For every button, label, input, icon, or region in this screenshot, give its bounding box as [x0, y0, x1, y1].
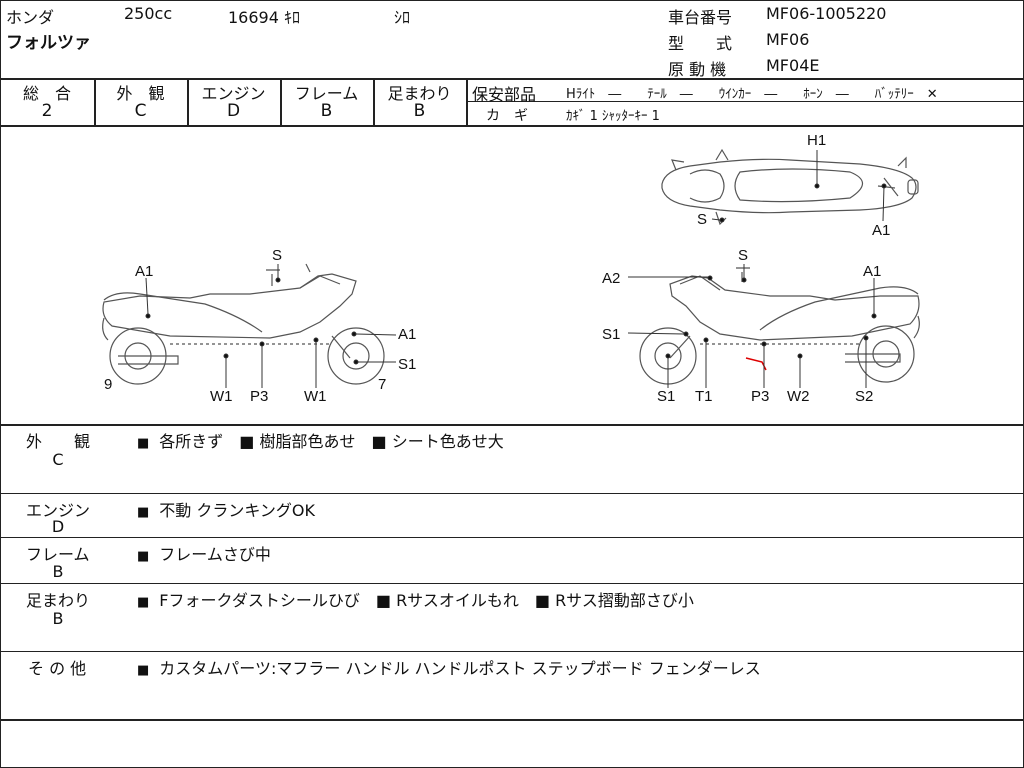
note-engine-grade: D [51, 517, 65, 536]
displacement: 250cc [124, 4, 173, 23]
label-left-p3: P3 [250, 388, 269, 405]
notes-divider [0, 537, 1024, 538]
label-right-t1: T1 [695, 388, 713, 405]
mileage: 16694 ｷﾛ [228, 8, 300, 27]
note-engine-text: 不動 クランキングOK [137, 497, 315, 521]
maker: ホンダ [6, 8, 55, 27]
notes-divider [0, 493, 1024, 494]
model-code-label: 型 式 [668, 34, 733, 53]
label-right-s1b: S1 [657, 388, 676, 405]
note-suspension-grade: B [52, 609, 64, 628]
scooter-right-view [639, 267, 920, 385]
key-value: ｶｷﾞ 1 ｼｬｯﾀｰｷｰ 1 [566, 109, 660, 124]
note-other-label: そ の 他 [28, 659, 87, 678]
note-suspension-label: 足まわり [26, 591, 91, 610]
damage-mark [745, 357, 767, 371]
grade-divider [94, 78, 96, 125]
safety-divider [466, 101, 1024, 102]
label-right-s1: S1 [602, 326, 621, 343]
grade-bottom-line [0, 125, 1024, 127]
grade-frame-value: B [320, 101, 333, 121]
safety-items: Hﾗｲﾄ ― ﾃｰﾙ ― ｳｲﾝｶｰ ― ﾎｰﾝ ― ﾊﾞｯﾃﾘｰ ✕ [566, 87, 938, 102]
note-frame-text: フレームさび中 [137, 541, 271, 565]
notes-divider [0, 583, 1024, 584]
grade-top-line [0, 78, 1024, 80]
label-left-s: S [272, 247, 283, 264]
grade-exterior-label: 外 観 [116, 84, 165, 103]
engine-label: 原 動 機 [668, 60, 727, 79]
frame-no-label: 車台番号 [668, 8, 733, 27]
label-left-a1: A1 [135, 263, 154, 280]
scooter-top-view [661, 148, 919, 226]
frame-no: MF06-1005220 [766, 4, 887, 23]
label-top-a1: A1 [872, 222, 891, 239]
grade-frame-label: フレーム [294, 84, 359, 103]
notes-bottom-line [0, 719, 1024, 721]
label-top-h1: H1 [807, 132, 827, 149]
grade-suspension-label: 足まわり [387, 84, 452, 103]
grade-overall-value: 2 [41, 101, 53, 121]
note-exterior-label: 外 観 [26, 432, 91, 451]
grade-engine-value: D [226, 101, 241, 121]
note-engine-label: エンジン [26, 501, 91, 520]
label-top-s: S [697, 211, 708, 228]
grade-divider [373, 78, 375, 125]
label-right-s: S [738, 247, 749, 264]
model-name: フォルツァ [6, 33, 91, 53]
note-exterior-text: 各所きず ■ 樹脂部色あせ ■ シート色あせ大 [137, 428, 503, 452]
grade-engine-label: エンジン [201, 84, 266, 103]
label-right-p3: P3 [751, 388, 770, 405]
safety-label: 保安部品 [472, 85, 537, 104]
grade-suspension-value: B [413, 101, 426, 121]
label-right-a2: A2 [602, 270, 621, 287]
grade-divider [280, 78, 282, 125]
note-frame-label: フレーム [26, 545, 90, 564]
label-right-s2: S2 [855, 388, 874, 405]
grade-exterior-value: C [134, 101, 147, 121]
label-left-s1: S1 [398, 356, 417, 373]
label-left-9: 9 [104, 376, 113, 393]
note-suspension-text: Fフォークダストシールひび ■ Rサスオイルもれ ■ Rサス摺動部さび小 [137, 587, 694, 611]
model-code: MF06 [766, 30, 810, 49]
label-left-a1-right: A1 [398, 326, 417, 343]
color: ｼﾛ [394, 8, 411, 27]
note-frame-grade: B [52, 562, 64, 581]
note-exterior-grade: C [52, 450, 64, 469]
label-left-7: 7 [378, 376, 387, 393]
scooter-damage-diagram [102, 148, 920, 388]
label-right-w2: W2 [787, 388, 810, 405]
scooter-left-view [102, 263, 385, 385]
grade-divider [187, 78, 189, 125]
key-label: カ ギ [486, 108, 528, 124]
label-right-a1: A1 [863, 263, 882, 280]
engine-code: MF04E [766, 56, 820, 75]
label-left-w1b: W1 [304, 388, 327, 405]
notes-top-line [0, 424, 1024, 426]
notes-divider [0, 651, 1024, 652]
grade-overall-label: 総 合 [22, 84, 71, 103]
note-other-text: カスタムパーツ:マフラー ハンドル ハンドルポスト ステップボード フェンダーレ… [137, 655, 760, 679]
label-left-w1a: W1 [210, 388, 233, 405]
